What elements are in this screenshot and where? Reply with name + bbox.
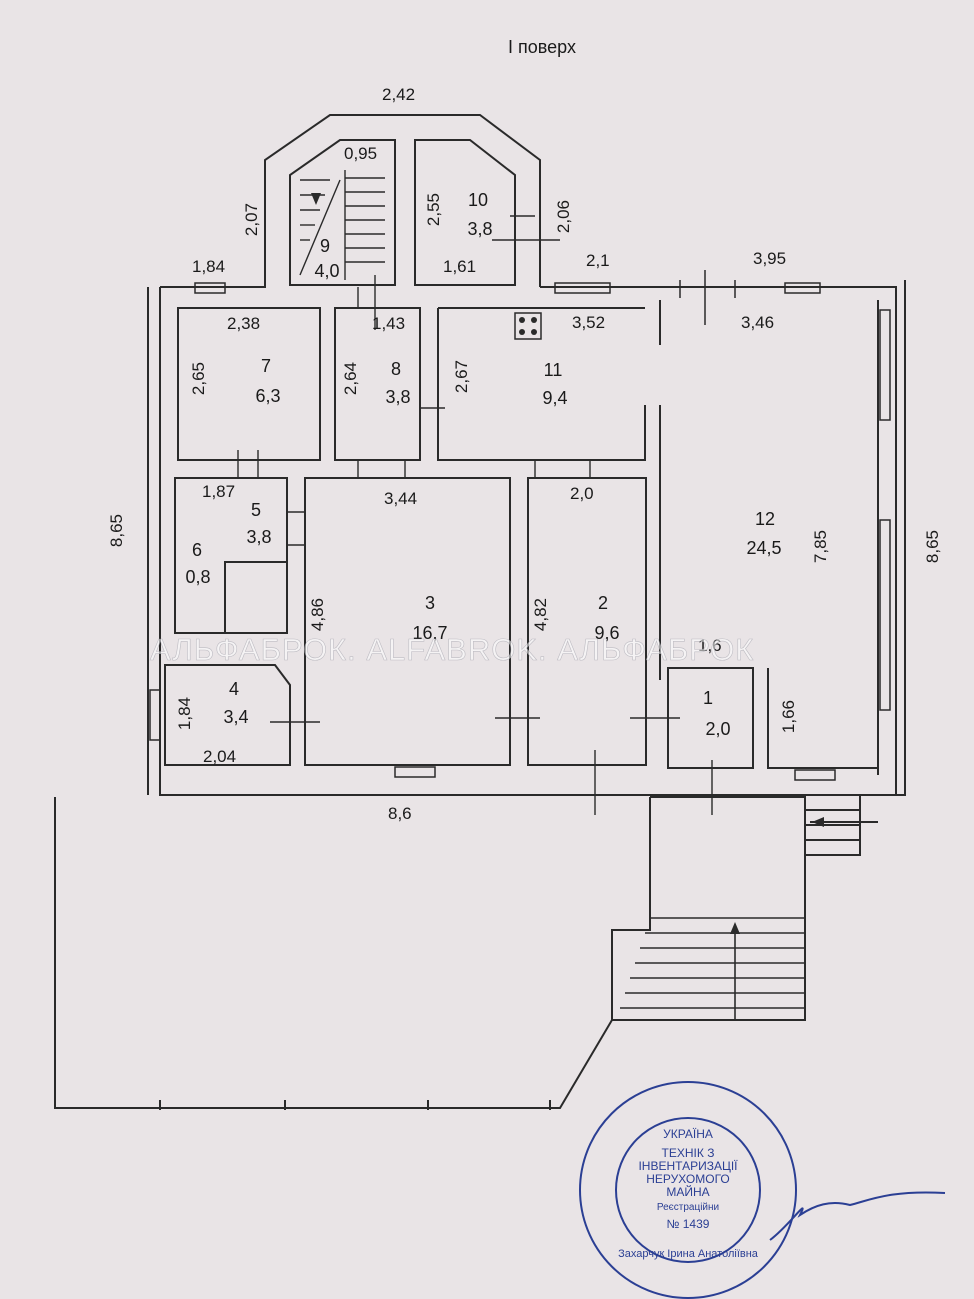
room-3-walls (304, 477, 511, 766)
dim-206: 2,06 (554, 200, 573, 234)
room-4-walls (164, 664, 291, 766)
stair-room-9 (289, 139, 396, 286)
dim-187: 1,87 (202, 482, 236, 501)
room-5-area: 3,8 (246, 527, 272, 547)
room-12-number: 12 (754, 509, 776, 529)
dim-184-top: 1,84 (192, 257, 226, 276)
room-11-number: 11 (543, 360, 563, 380)
room-12-area: 24,5 (746, 538, 782, 558)
dim-486: 4,86 (308, 598, 327, 632)
dim-264: 2,64 (341, 362, 360, 396)
dim-865-left: 8,65 (107, 514, 126, 548)
dim-204: 2,04 (203, 747, 237, 766)
room-9-area: 4,0 (314, 261, 340, 281)
room-6-number: 6 (191, 540, 202, 560)
stamp-line3: ІНВЕНТАРИЗАЦІЇ (638, 1159, 738, 1173)
dim-238: 2,38 (227, 314, 261, 333)
room-7-walls (177, 307, 321, 461)
stamp-line5: МАЙНА (666, 1185, 710, 1199)
room-1-area: 2,0 (705, 719, 731, 739)
dim-86: 8,6 (388, 804, 412, 823)
dim-16: 1,6 (698, 636, 722, 655)
room-1-walls (667, 667, 754, 769)
room-7-number: 7 (260, 356, 271, 376)
room-10 (414, 139, 516, 286)
room-2-number: 2 (597, 593, 608, 613)
terrace (54, 797, 651, 1109)
official-stamp (579, 1081, 797, 1299)
dim-21: 2,1 (586, 251, 610, 270)
dim-344: 3,44 (384, 489, 418, 508)
bay-wall (160, 114, 541, 288)
floor-title: І поверх (508, 37, 576, 57)
stamp-line6: Реєстраційни (656, 1202, 720, 1213)
dim-20: 2,0 (570, 484, 594, 503)
dim-143: 1,43 (372, 314, 406, 333)
stamp-line7: № 1439 (666, 1217, 710, 1231)
room-8-walls (334, 307, 421, 461)
dim-267: 2,67 (452, 360, 471, 394)
entry-arrow-icon (730, 922, 740, 934)
stamp-line2: ТЕХНІК З (661, 1146, 715, 1160)
dim-352: 3,52 (572, 313, 606, 332)
room-8-number: 8 (390, 359, 401, 379)
entrance-arrow-icon (812, 817, 824, 827)
room-4-number: 4 (228, 679, 239, 699)
dim-095: 0,95 (344, 144, 378, 163)
stamp-line4: НЕРУХОМОГО (646, 1172, 730, 1186)
room-10-number: 10 (467, 190, 489, 210)
dim-242: 2,42 (382, 85, 416, 104)
dim-395: 3,95 (753, 249, 787, 268)
stair-arrow-icon (311, 193, 321, 205)
dim-865-right: 8,65 (923, 530, 942, 564)
room-11-walls (437, 307, 646, 461)
dim-184-room4: 1,84 (175, 697, 194, 731)
dim-255: 2,55 (424, 193, 443, 227)
stamp-name: Захарчук Ірина Анатоліївна (618, 1248, 758, 1260)
room-4-area: 3,4 (223, 707, 249, 727)
room-2-walls (527, 477, 647, 766)
dim-346: 3,46 (741, 313, 775, 332)
dim-265: 2,65 (189, 362, 208, 396)
room-3-number: 3 (424, 593, 435, 613)
room-10-area: 3,8 (467, 219, 493, 239)
room-2-area: 9,6 (594, 623, 620, 643)
dim-482: 4,82 (531, 598, 550, 632)
room-5-number: 5 (250, 500, 261, 520)
signature (769, 1191, 946, 1241)
room-7-area: 6,3 (255, 386, 281, 406)
watermark: АЛЬФАБРОК. ALFABROK. АЛЬФАБРОК (150, 632, 755, 668)
room-1-number: 1 (702, 688, 713, 708)
dim-207: 2,07 (242, 203, 261, 237)
room-8-area: 3,8 (385, 387, 411, 407)
stamp-line1: УКРАЇНА (663, 1127, 713, 1141)
dim-785: 7,85 (811, 530, 830, 564)
dim-161: 1,61 (443, 257, 477, 276)
room-11-area: 9,4 (542, 388, 568, 408)
dim-166: 1,66 (779, 700, 798, 734)
room-3-area: 16,7 (412, 623, 448, 643)
room-6-area: 0,8 (185, 567, 211, 587)
room-9-number: 9 (319, 236, 330, 256)
